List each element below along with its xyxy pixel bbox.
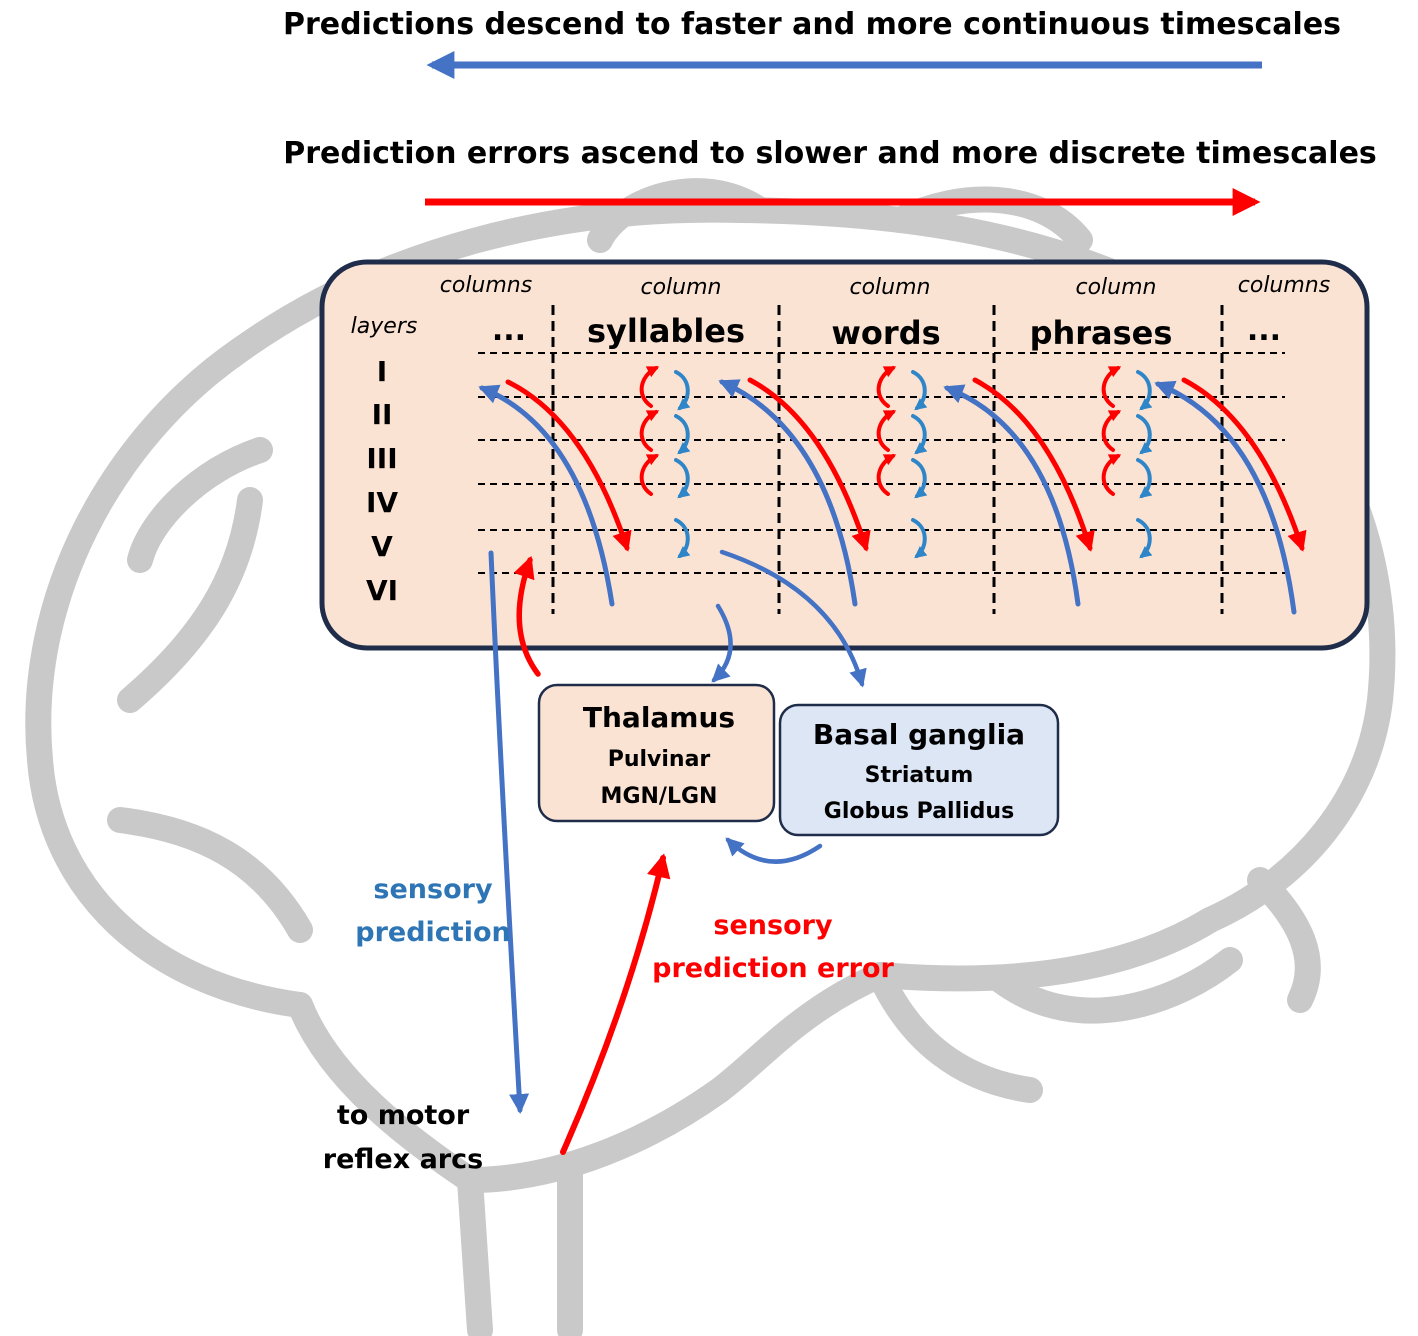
cortex-to-thalamus-arrow bbox=[711, 603, 733, 683]
column-top-label: columns bbox=[440, 273, 532, 298]
small-error-arrow bbox=[1101, 410, 1122, 452]
layer-label: II bbox=[372, 398, 393, 431]
column-top-label: column bbox=[1076, 275, 1157, 300]
small-prediction-arrow bbox=[911, 518, 928, 559]
sensory-error-arrow bbox=[560, 853, 671, 1155]
prediction-arrow bbox=[718, 379, 858, 607]
error-arrow bbox=[1181, 377, 1307, 552]
column-name: phrases bbox=[1030, 314, 1173, 352]
basal-ganglia-line2: Globus Pallidus bbox=[824, 799, 1014, 824]
small-error-arrow bbox=[876, 410, 897, 452]
basal-ganglia-box bbox=[778, 703, 1060, 837]
small-prediction-arrow bbox=[1136, 518, 1153, 559]
sensory-error-label: prediction error bbox=[652, 953, 894, 984]
column-top-label: column bbox=[850, 275, 931, 300]
column-separators bbox=[551, 305, 1224, 614]
error-arrow bbox=[972, 377, 1095, 552]
thalamus-box bbox=[537, 683, 776, 823]
small-error-arrow bbox=[639, 366, 660, 408]
thalamus-line2: MGN/LGN bbox=[601, 784, 718, 809]
layer-label: I bbox=[377, 355, 387, 388]
small-error-arrow bbox=[1101, 454, 1122, 496]
small-prediction-arrow bbox=[674, 414, 691, 455]
layer-label: V bbox=[371, 530, 393, 563]
cortex-box bbox=[319, 259, 1370, 651]
small-prediction-arrow bbox=[911, 458, 928, 499]
small-prediction-arrow bbox=[1136, 370, 1153, 411]
column-name: syllables bbox=[587, 312, 745, 350]
sensory-prediction-arrow bbox=[488, 550, 530, 1114]
basal-ganglia-to-thalamus-arrow bbox=[725, 837, 823, 864]
layer-label: III bbox=[366, 442, 397, 475]
basal-ganglia-line1: Striatum bbox=[865, 763, 974, 788]
thalamus-title: Thalamus bbox=[583, 701, 735, 734]
prediction-arrow bbox=[943, 384, 1081, 607]
thalamus-line1: Pulvinar bbox=[608, 747, 711, 772]
sensory-prediction-label: sensory bbox=[373, 874, 493, 905]
prediction-arrow bbox=[478, 384, 615, 607]
error-arrow bbox=[747, 377, 871, 552]
small-prediction-arrow bbox=[674, 370, 691, 411]
motor-label: reflex arcs bbox=[323, 1144, 483, 1175]
layers-label: layers bbox=[351, 314, 418, 339]
column-name: ... bbox=[492, 313, 526, 348]
column-name: words bbox=[831, 314, 940, 352]
prediction-arrow bbox=[1154, 380, 1297, 615]
cortex-to-basal-ganglia-arrow bbox=[719, 549, 867, 688]
motor-label: to motor bbox=[337, 1100, 470, 1131]
thalamus-to-cortex-error-arrow bbox=[513, 555, 541, 677]
small-prediction-arrow bbox=[674, 518, 691, 559]
small-prediction-arrow bbox=[911, 370, 928, 411]
small-error-arrow bbox=[639, 454, 660, 496]
column-top-label: columns bbox=[1238, 273, 1330, 298]
small-prediction-arrow bbox=[1136, 414, 1153, 455]
column-name: ... bbox=[1247, 313, 1281, 348]
small-error-arrow bbox=[639, 410, 660, 452]
small-error-arrow bbox=[1101, 366, 1122, 408]
sensory-error-label: sensory bbox=[713, 910, 833, 941]
sensory-prediction-label: prediction bbox=[355, 917, 510, 948]
small-prediction-arrow bbox=[1136, 458, 1153, 499]
small-error-arrow bbox=[876, 366, 897, 408]
column-top-label: column bbox=[641, 275, 722, 300]
basal-ganglia-title: Basal ganglia bbox=[813, 718, 1025, 751]
errors-caption: Prediction errors ascend to slower and m… bbox=[283, 136, 1377, 171]
layer-label: VI bbox=[366, 574, 398, 607]
error-arrow bbox=[505, 379, 632, 552]
layer-label: IV bbox=[366, 486, 398, 519]
small-prediction-arrow bbox=[674, 458, 691, 499]
small-prediction-arrow bbox=[911, 414, 928, 455]
predictions-caption: Predictions descend to faster and more c… bbox=[283, 7, 1341, 42]
small-error-arrow bbox=[876, 454, 897, 496]
